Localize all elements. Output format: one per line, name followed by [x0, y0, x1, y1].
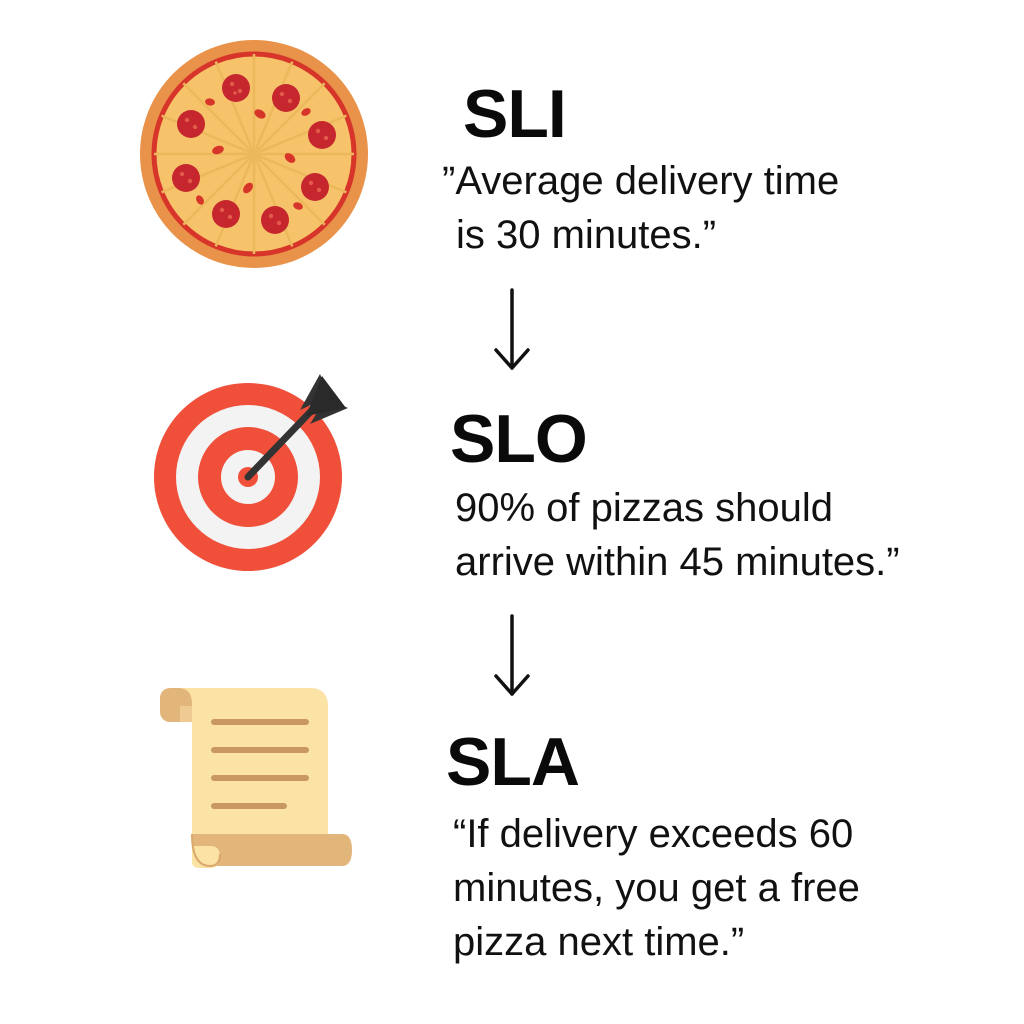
pizza-icon	[138, 38, 370, 270]
sla-heading: SLA	[446, 724, 580, 800]
down-arrow-icon	[492, 288, 532, 374]
sli-description-line: is 30 minutes.”	[456, 213, 717, 257]
slo-description: 90% of pizzas should arrive within 45 mi…	[455, 481, 900, 589]
slo-description-line: 90% of pizzas should	[455, 486, 834, 530]
sla-description-line: “If delivery exceeds 60	[453, 812, 854, 856]
sli-heading: SLI	[463, 76, 567, 152]
sli-description-line: ”Average delivery time	[442, 159, 840, 203]
sla-description-line: pizza next time.”	[453, 920, 745, 964]
slo-heading: SLO	[450, 401, 588, 477]
sli-description: ”Average delivery time is 30 minutes.”	[442, 154, 839, 262]
slo-description-line: arrive within 45 minutes.”	[455, 540, 900, 584]
sla-description-line: minutes, you get a free	[453, 866, 860, 910]
sla-description: “If delivery exceeds 60 minutes, you get…	[453, 807, 860, 969]
target-icon	[150, 370, 355, 575]
scroll-icon	[158, 686, 354, 870]
down-arrow-icon	[492, 614, 532, 700]
